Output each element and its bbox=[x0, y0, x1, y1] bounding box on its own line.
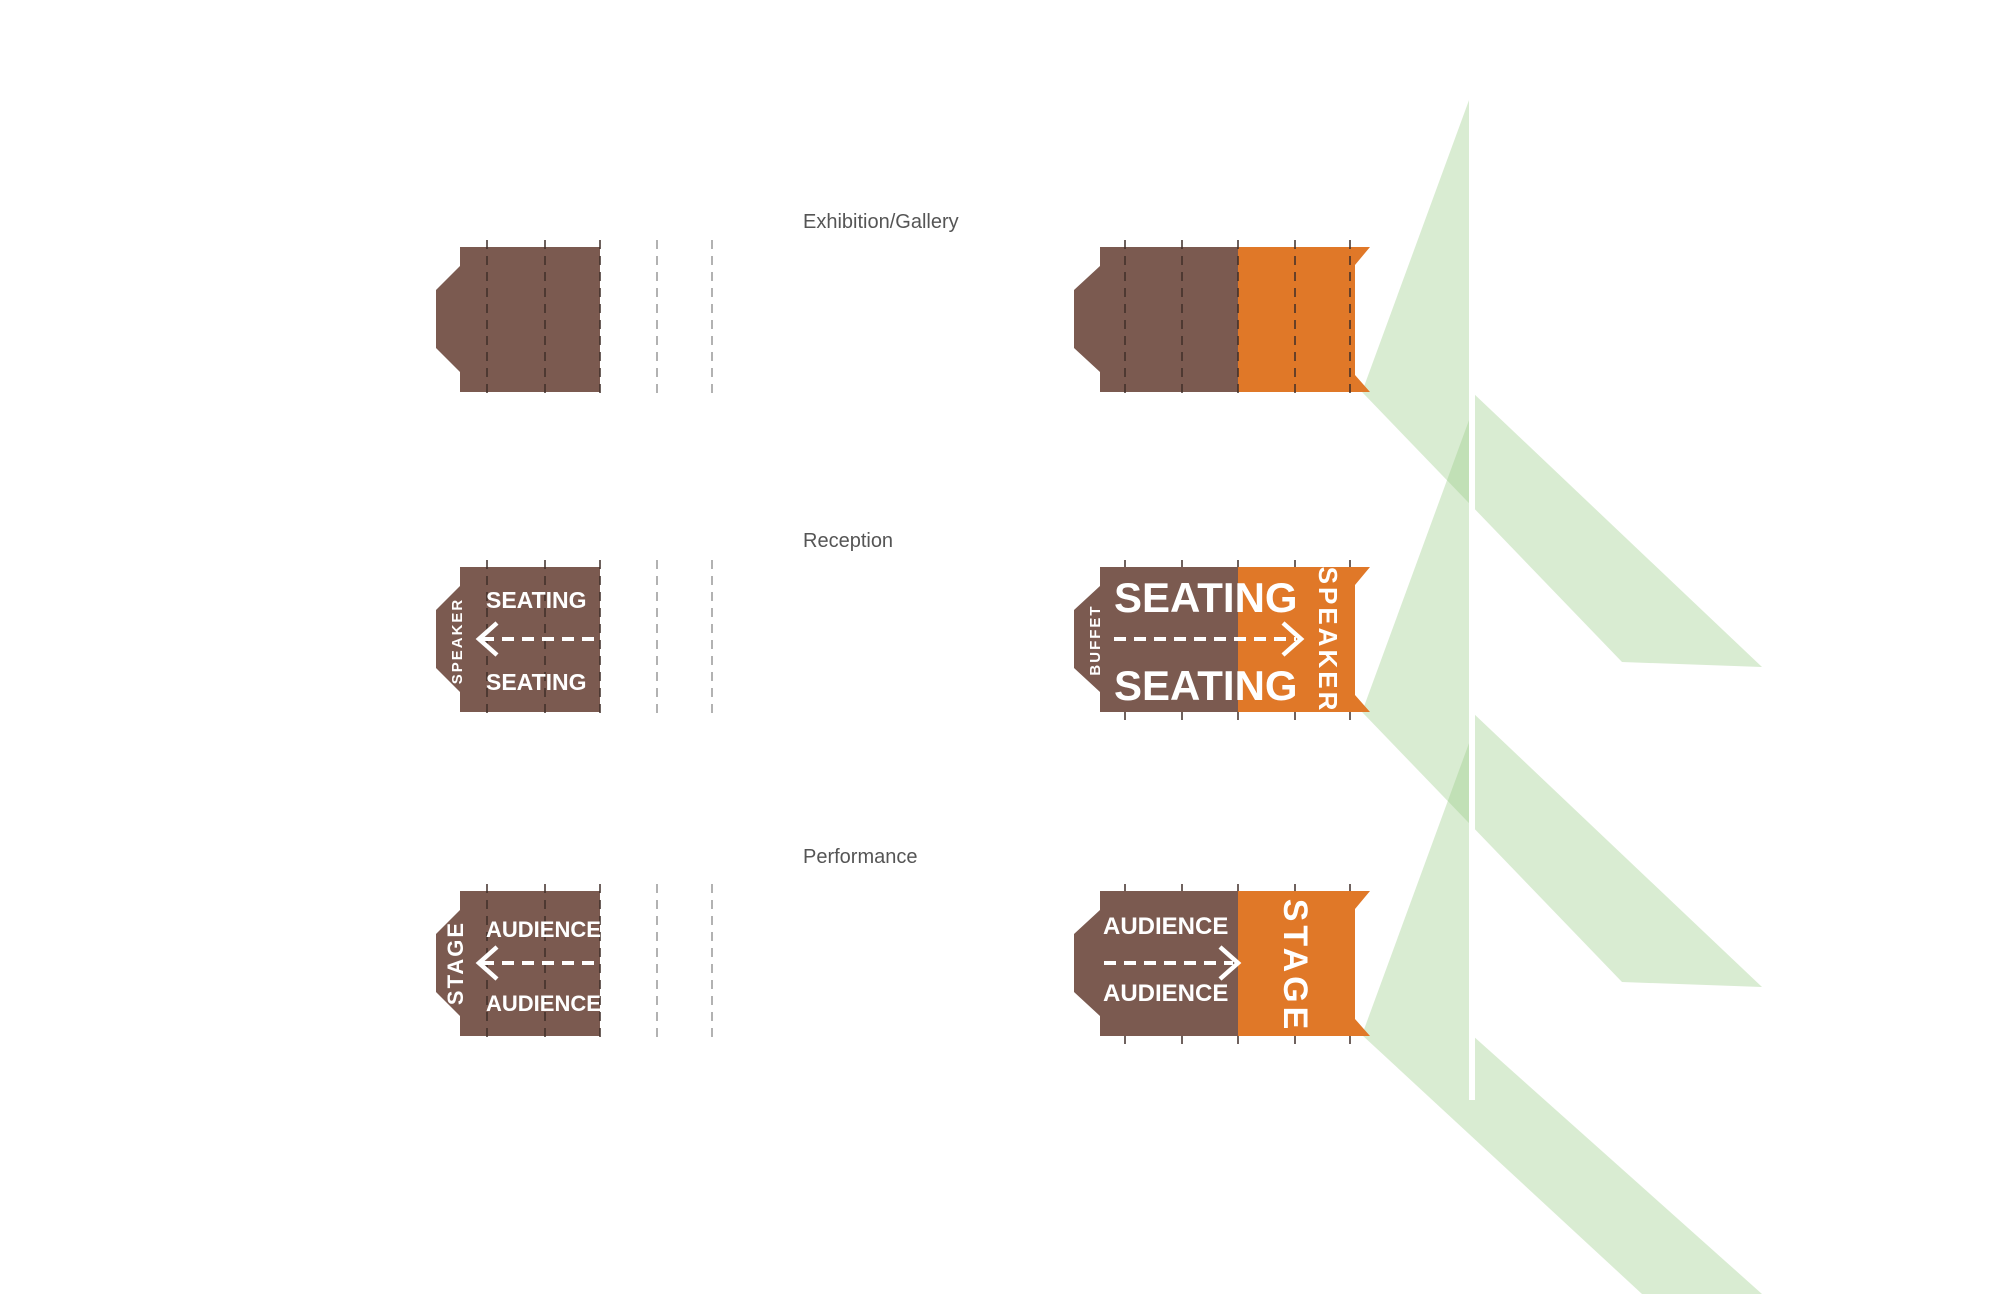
seating-label-top: SEATING bbox=[486, 587, 587, 613]
section-title-exhibition: Exhibition/Gallery bbox=[803, 211, 959, 233]
audience-label-top: AUDIENCE bbox=[486, 917, 601, 942]
guide-lines bbox=[656, 240, 713, 400]
hall-floor bbox=[436, 567, 600, 712]
flow-arrow bbox=[1114, 621, 1305, 657]
flow-arrow bbox=[1104, 945, 1242, 981]
grid-lines bbox=[1124, 560, 1351, 720]
seating-label-bottom: SEATING bbox=[1114, 662, 1298, 709]
exhibition-large-layout bbox=[1074, 240, 1370, 400]
reception-large-layout: BUFFET SEATING SEATING SPEAKER bbox=[1074, 560, 1370, 720]
performance-small-layout: STAGE AUDIENCE AUDIENCE bbox=[436, 884, 713, 1044]
stage-label: STAGE bbox=[443, 921, 468, 1005]
section-title-performance: Performance bbox=[803, 846, 918, 868]
foliage-shape-6 bbox=[1362, 1035, 1762, 1294]
seating-label-bottom: SEATING bbox=[486, 669, 587, 695]
reception-small-layout: SPEAKER SEATING SEATING bbox=[436, 560, 713, 720]
stage-label: STAGE bbox=[1276, 899, 1314, 1034]
flow-arrow bbox=[475, 945, 600, 981]
flow-arrow bbox=[475, 621, 600, 657]
audience-label-bottom: AUDIENCE bbox=[1103, 980, 1228, 1007]
green-foliage bbox=[1362, 92, 1762, 1294]
exhibition-small-layout bbox=[436, 240, 713, 400]
guide-lines bbox=[656, 884, 713, 1044]
hall-floor bbox=[436, 891, 600, 1036]
hall-floor bbox=[1074, 247, 1238, 392]
section-title-reception: Reception bbox=[803, 530, 893, 552]
foliage-shape-1 bbox=[1362, 92, 1472, 392]
audience-label-top: AUDIENCE bbox=[1103, 913, 1228, 940]
hall-extension bbox=[1238, 567, 1370, 712]
foliage-shape-2 bbox=[1362, 392, 1762, 667]
seating-label-top: SEATING bbox=[1114, 574, 1298, 621]
speaker-label: SPEAKER bbox=[449, 598, 466, 685]
hall-extension bbox=[1238, 247, 1370, 392]
foliage-shape-4 bbox=[1362, 712, 1762, 987]
hall-floor bbox=[436, 247, 600, 392]
grid-lines bbox=[486, 240, 601, 400]
speaker-label: SPEAKER bbox=[1313, 567, 1343, 714]
foliage-shape-5 bbox=[1362, 735, 1472, 1035]
audience-label-bottom: AUDIENCE bbox=[486, 991, 601, 1016]
buffet-label: BUFFET bbox=[1087, 604, 1104, 675]
hall-extension bbox=[1238, 891, 1370, 1036]
performance-large-layout: AUDIENCE AUDIENCE STAGE bbox=[1074, 884, 1370, 1044]
foliage-shape-3 bbox=[1362, 412, 1472, 712]
grid-lines bbox=[1124, 884, 1351, 1044]
grid-lines bbox=[1124, 240, 1351, 400]
guide-lines bbox=[656, 560, 713, 720]
